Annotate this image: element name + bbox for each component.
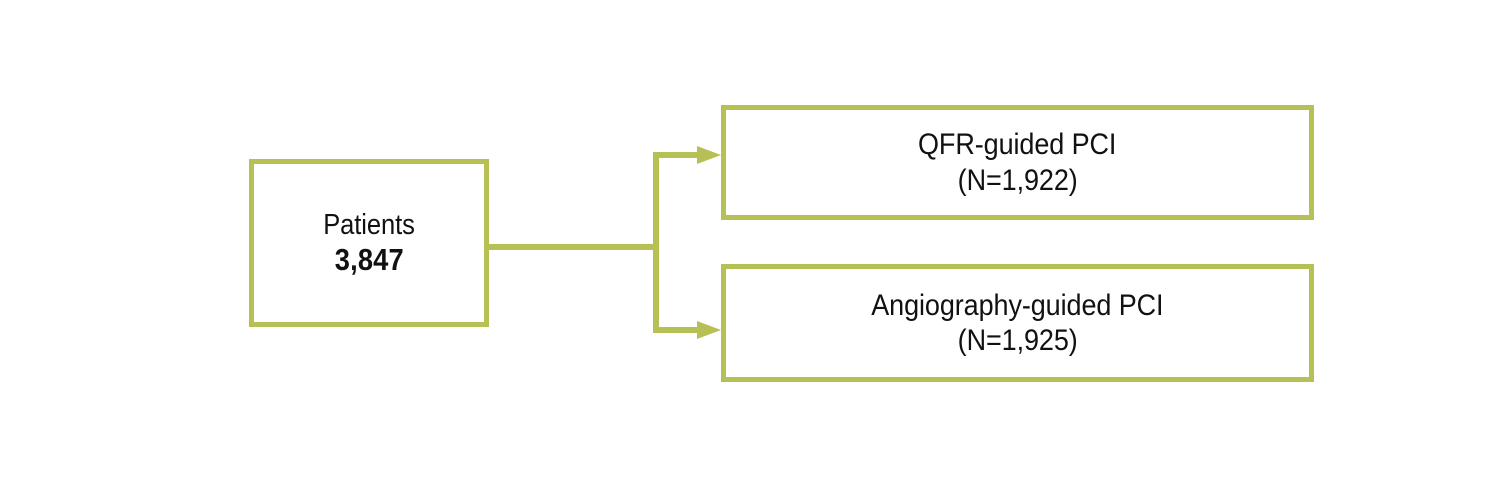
- arrowhead-upper-icon: [697, 146, 721, 164]
- qfr-guided-pci-count: (N=1,922): [957, 163, 1078, 197]
- qfr-guided-pci-label: QFR-guided PCI: [918, 128, 1117, 162]
- patients-node-label: Patients: [323, 208, 415, 241]
- patients-node-count: 3,847: [334, 241, 404, 277]
- qfr-guided-pci-node: QFR-guided PCI (N=1,922): [721, 105, 1314, 220]
- arrowhead-lower-icon: [697, 321, 721, 339]
- angiography-guided-pci-label: Angiography-guided PCI: [871, 288, 1164, 322]
- angiography-guided-pci-count: (N=1,925): [957, 324, 1078, 357]
- patients-node: Patients 3,847: [249, 159, 489, 327]
- angiography-guided-pci-node: Angiography-guided PCI (N=1,925): [721, 264, 1314, 382]
